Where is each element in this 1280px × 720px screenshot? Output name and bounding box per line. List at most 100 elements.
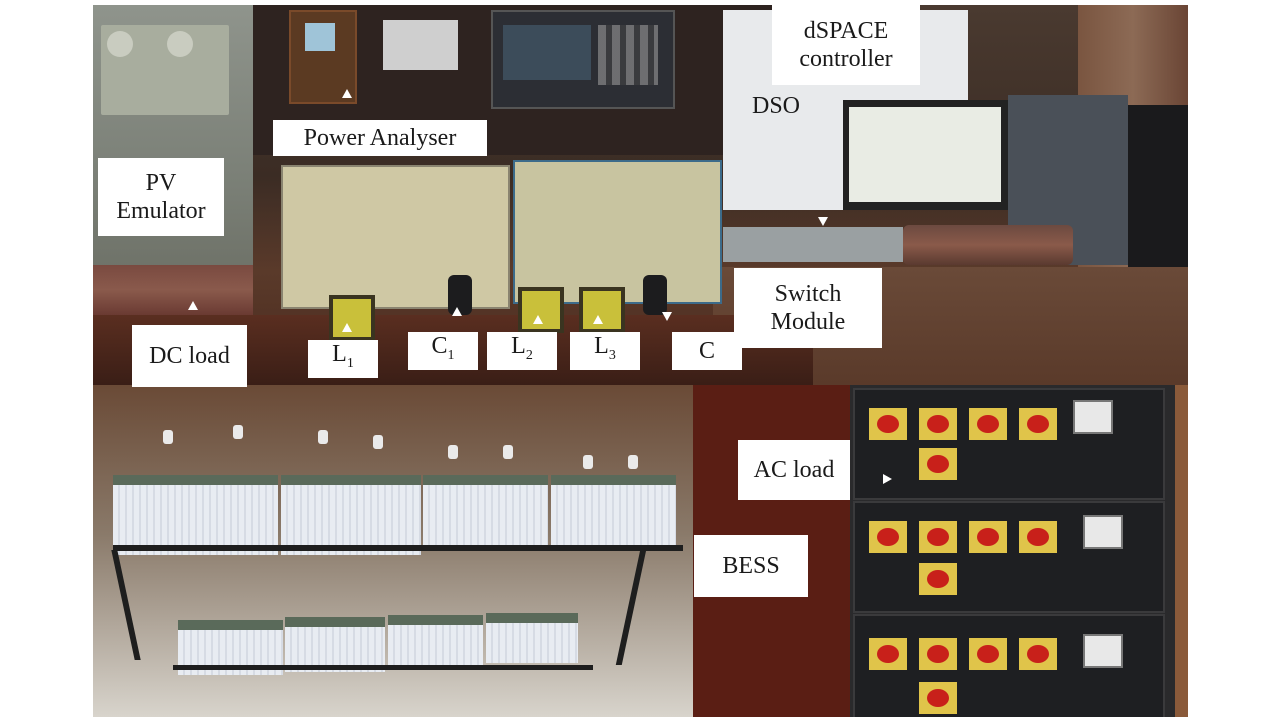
label-power-analyser: Power Analyser <box>273 120 487 156</box>
rotary-switch-icon <box>969 408 1007 440</box>
label-line: dSPACE <box>803 18 889 44</box>
battery-terminal <box>448 445 458 459</box>
label-line: Switch <box>774 281 842 307</box>
label-text: L1 <box>332 340 354 378</box>
battery-terminal <box>503 445 513 459</box>
battery-cell <box>281 475 421 555</box>
arrow-up-icon <box>452 307 462 316</box>
battery-terminal <box>163 430 173 444</box>
rotary-switch-icon <box>919 408 957 440</box>
inductor-l2 <box>518 287 564 333</box>
label-text: Power Analyser <box>303 125 457 151</box>
rotary-switch-icon <box>919 448 957 480</box>
label-text: C1 <box>431 332 454 370</box>
battery-terminal <box>628 455 638 469</box>
label-dspace-controller: dSPACE controller <box>772 5 920 85</box>
arrow-up-icon <box>533 315 543 324</box>
rotary-switch-icon <box>919 563 957 595</box>
ac-load-panel-2 <box>853 501 1165 613</box>
dc-load-resistor <box>93 265 253 315</box>
arrow-down-icon <box>818 217 828 226</box>
wood-strip <box>1175 385 1188 717</box>
label-line: controller <box>799 46 893 72</box>
battery-terminal <box>583 455 593 469</box>
label-ac-load: AC load <box>738 440 850 500</box>
label-dc-load: DC load <box>132 325 247 387</box>
pv-emulator-panel <box>101 25 229 115</box>
reactor <box>903 225 1073 265</box>
battery-cell <box>285 617 385 672</box>
inductor-l1 <box>329 295 375 341</box>
label-c: C <box>672 332 742 370</box>
capacitor-c <box>643 275 667 315</box>
rotary-switch-icon <box>969 521 1007 553</box>
label-base: L <box>332 341 347 368</box>
label-text: DSO <box>751 93 800 119</box>
arrow-up-icon <box>593 315 603 324</box>
analog-meter-icon <box>1083 634 1123 668</box>
label-l2: L2 <box>487 332 557 370</box>
label-pv-emulator: PV Emulator <box>98 158 224 236</box>
battery-cell <box>113 475 278 555</box>
arrow-up-icon <box>342 323 352 332</box>
label-l3: L3 <box>570 332 640 370</box>
label-text: BESS <box>722 553 780 579</box>
battery-cell <box>388 615 483 667</box>
arrow-right-icon <box>883 474 892 484</box>
label-l1: L1 <box>308 340 378 378</box>
label-subscript: 3 <box>608 347 616 363</box>
power-analyser-unit-1 <box>281 165 510 309</box>
rotary-switch-icon <box>869 638 907 670</box>
rotary-switch-icon <box>1019 408 1057 440</box>
battery-terminal <box>233 425 243 439</box>
battery-terminal <box>318 430 328 444</box>
rotary-switch-icon <box>869 521 907 553</box>
label-dso: DSO <box>738 88 814 124</box>
battery-cell <box>551 475 676 547</box>
rotary-switch-icon <box>969 638 1007 670</box>
label-line: PV <box>145 170 177 196</box>
lab-setup-photo <box>93 5 1188 717</box>
arrow-up-icon <box>342 89 352 98</box>
knob-icon <box>107 31 133 57</box>
label-c1: C1 <box>408 332 478 370</box>
inductor-l3 <box>579 287 625 333</box>
rotary-switch-icon <box>1019 638 1057 670</box>
rotary-switch-icon <box>919 638 957 670</box>
arrow-down-icon <box>662 312 672 321</box>
arrow-up-icon <box>188 301 198 310</box>
label-base: C <box>431 333 448 360</box>
label-text: C <box>698 338 715 364</box>
ac-load-panel-3 <box>853 614 1165 717</box>
meter-screen <box>305 23 335 51</box>
label-bess: BESS <box>694 535 808 597</box>
label-text: AC load <box>753 457 835 483</box>
battery-cell <box>486 613 578 663</box>
battery-cell <box>423 475 548 551</box>
dspace-monitor-screen <box>849 107 1001 202</box>
oscilloscope-screen <box>503 25 591 80</box>
rack-shelf <box>113 545 683 551</box>
label-base: L <box>511 333 526 360</box>
switch-module-board <box>723 227 903 262</box>
label-subscript: 2 <box>525 347 533 363</box>
rotary-switch-icon <box>919 521 957 553</box>
rotary-switch-icon <box>869 408 907 440</box>
analog-meter-icon <box>1073 400 1113 434</box>
label-line: Emulator <box>116 198 206 224</box>
label-text: DC load <box>149 343 230 369</box>
rotary-switch-icon <box>919 682 957 714</box>
paper-note <box>383 20 458 70</box>
power-analyser-unit-2 <box>513 160 722 304</box>
label-subscript: 1 <box>447 347 455 363</box>
knob-icon <box>167 31 193 57</box>
analog-meter-icon <box>1083 515 1123 549</box>
pc-tower <box>1128 105 1188 275</box>
label-text: L2 <box>511 332 533 370</box>
label-switch-module: Switch Module <box>734 268 882 348</box>
label-subscript: 1 <box>346 355 354 371</box>
rotary-switch-icon <box>1019 521 1057 553</box>
rack-bottom <box>173 665 593 670</box>
label-base: L <box>594 333 609 360</box>
label-text: L3 <box>594 332 616 370</box>
